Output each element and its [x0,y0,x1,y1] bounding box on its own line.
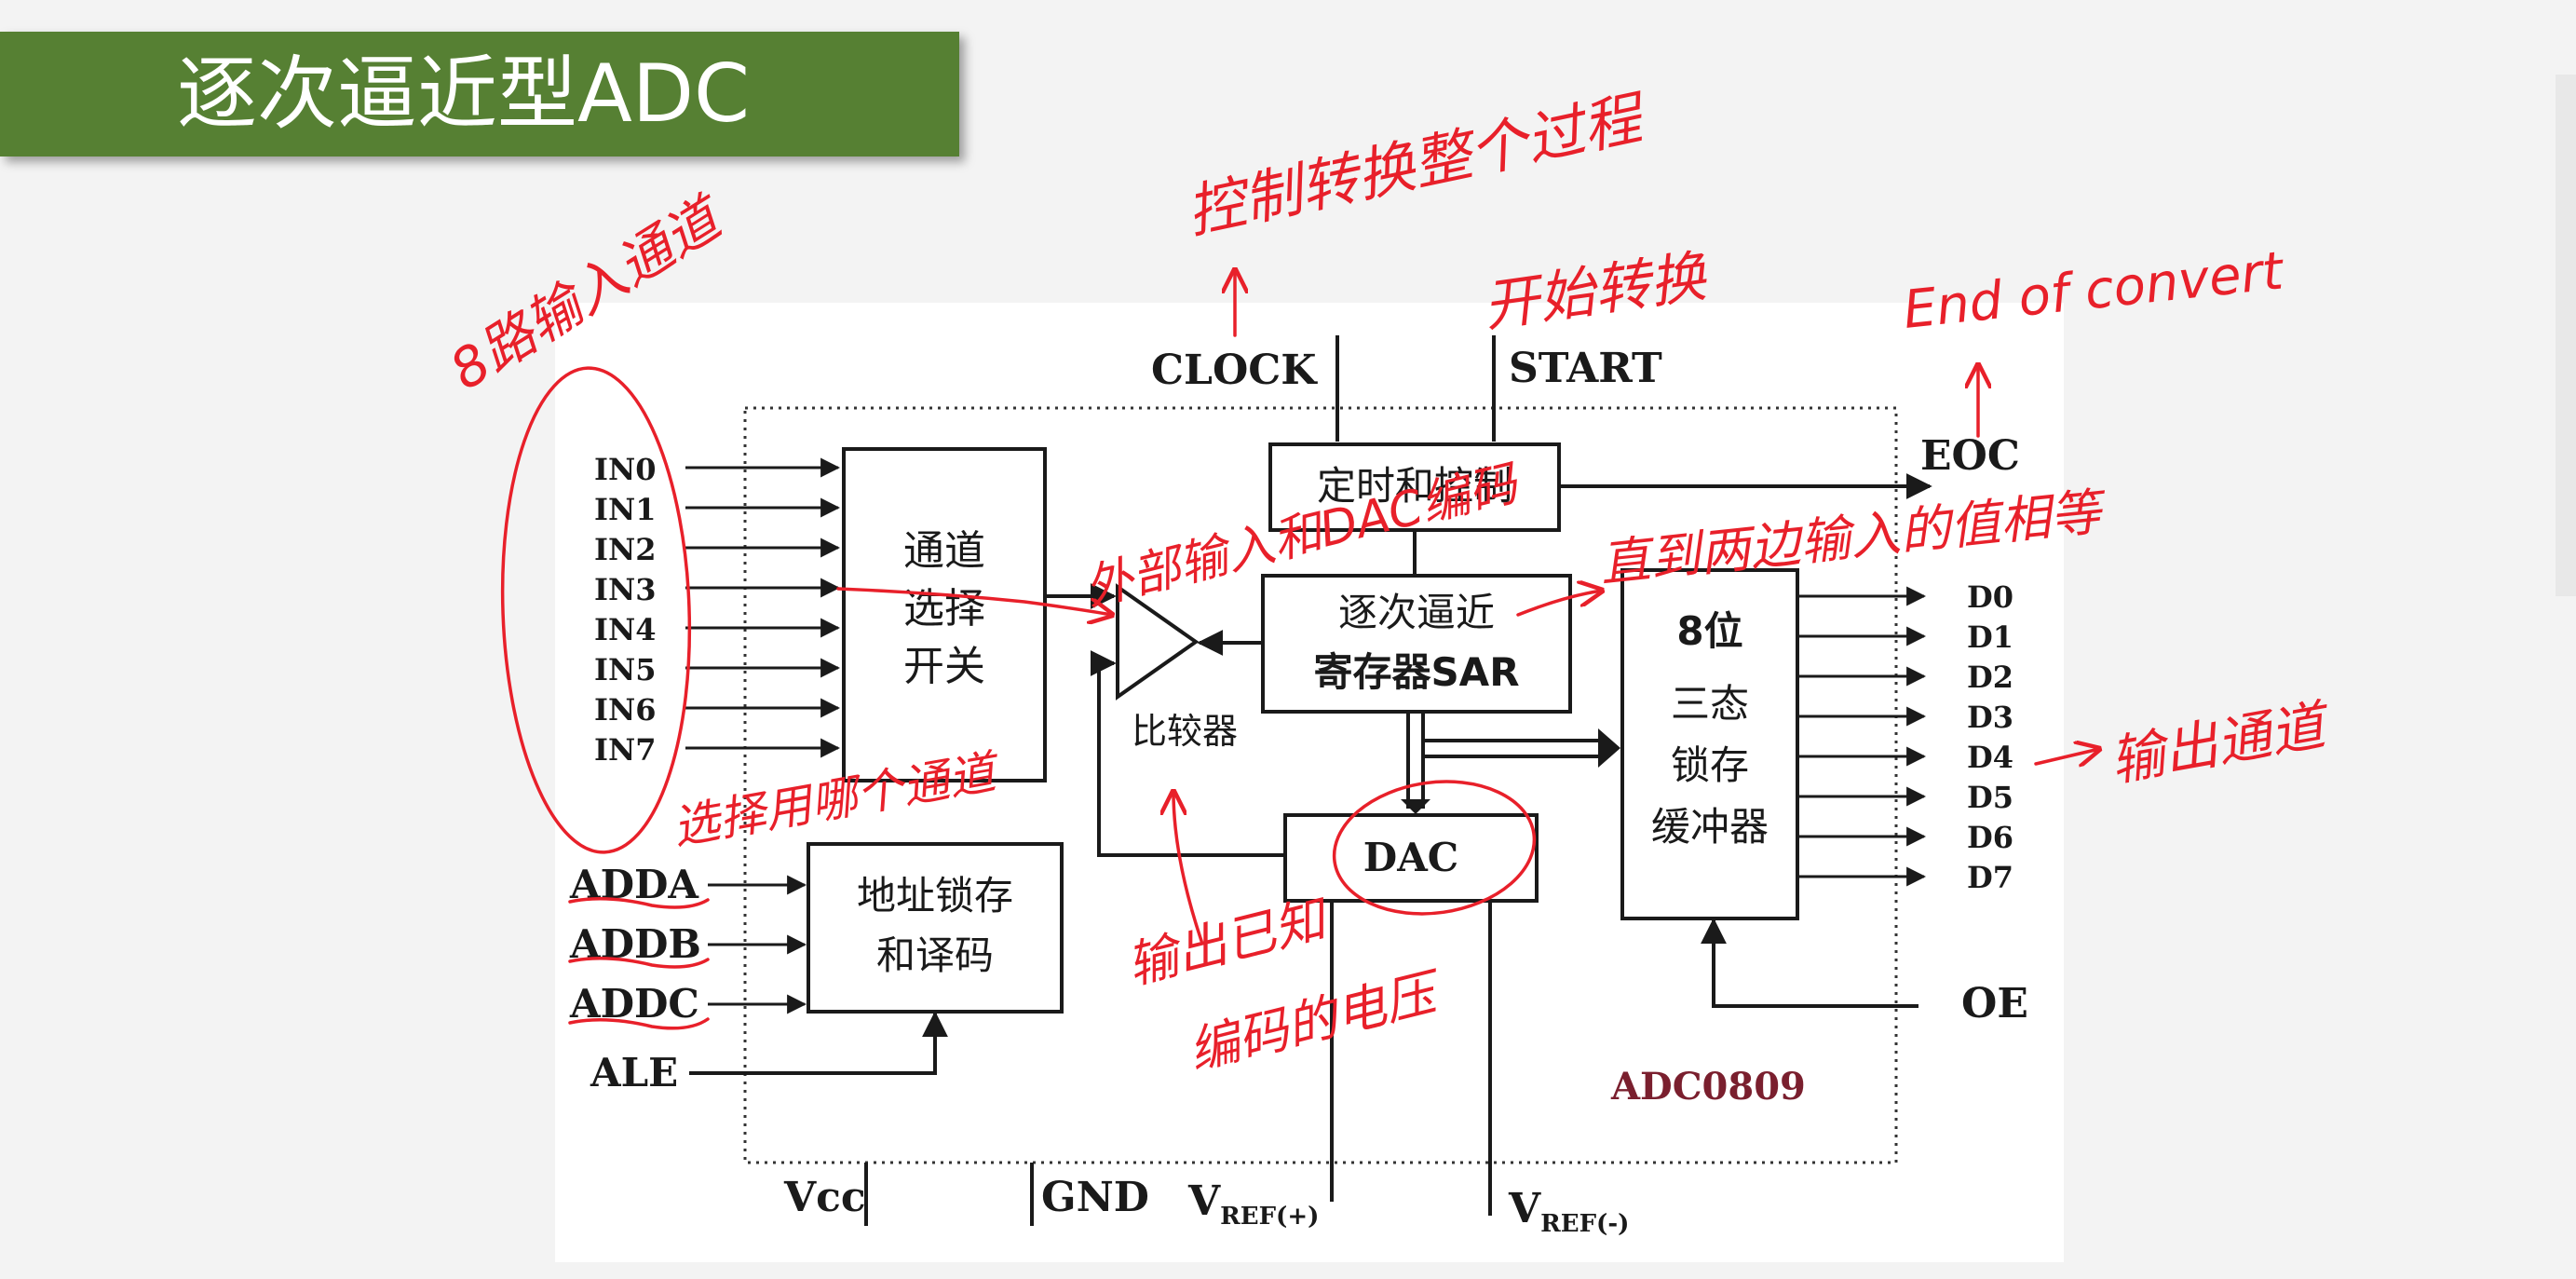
title-banner: 逐次逼近型ADC [0,32,959,156]
input-pin-label: IN6 [594,692,656,728]
eoc-note: End of convert [1901,240,2288,341]
annotations [500,270,2099,1030]
output-note: 输出通道 [2106,692,2337,794]
input-pin-label: IN7 [594,732,656,768]
latch-label-2: 和译码 [876,932,994,978]
dac-block: DAC [1283,813,1539,903]
until-note: 直到两边输入的值相等 [1597,482,2111,593]
buffer-label-3: 锁存 [1671,742,1749,788]
mux-block: 通道 选择 开关 [842,447,1047,782]
control-label: 定时和控制 [1317,463,1512,509]
buffer-label-2: 三态 [1671,681,1749,727]
sar-block: 逐次逼近 寄存器SAR [1261,574,1572,714]
chip-name: ADC0809 [1610,1065,1806,1109]
mux-label-1: 通道 [903,527,985,575]
dac-circle [1332,780,1537,916]
output-pin-label: D4 [1967,740,2013,775]
page-title: 逐次逼近型ADC [177,48,751,141]
inputs-circle [500,366,692,854]
output-pin-label: D0 [1967,579,2013,615]
dac-label: DAC [1363,835,1458,880]
dac-note-1: 输出已知 [1121,889,1336,996]
select-note: 选择用哪个通道 [669,744,1006,855]
input-pin-label: IN0 [594,452,656,487]
start-note: 开始转换 [1479,244,1712,340]
clock-pin: CLOCK [1151,347,1318,394]
vref-minus-pin: VREF(-) [1508,1185,1629,1238]
chip-boundary [743,406,1898,1164]
input-pin-label: IN3 [594,572,656,607]
address-pin-label: ALE [590,1050,678,1095]
vcc-pin: Vcc [783,1174,866,1221]
vref-plus-pin: VREF(+) [1187,1177,1319,1231]
oe-pin: OE [1961,980,2028,1027]
output-pin-label: D5 [1967,780,2013,815]
slide-edge [2556,75,2576,596]
output-pin-label: D6 [1967,820,2013,855]
input-pin-label: IN5 [594,652,656,687]
start-pin: START [1509,345,1662,392]
latch-label-1: 地址锁存 [857,873,1013,918]
sar-label-1: 逐次逼近 [1338,590,1495,635]
input-pin-label: IN4 [594,612,656,647]
dac-note-2: 编码的电压 [1183,961,1449,1082]
clock-note: 控制转换整个过程 [1181,83,1653,247]
mux-label-3: 开关 [903,643,985,690]
sar-label-2: 寄存器SAR [1313,649,1519,695]
eoc-pin: EOC [1920,432,2020,480]
input-pin-label: IN1 [594,492,656,527]
buffer-block: 8位 三态 锁存 缓冲器 [1620,568,1799,920]
input-pin-label: IN2 [594,532,656,567]
comparator: 比较器 [1116,583,1238,752]
buffer-label-4: 缓冲器 [1651,804,1769,850]
comparator-label: 比较器 [1132,711,1238,752]
output-pin-label: D3 [1967,700,2013,735]
output-pin-label: D7 [1967,860,2013,895]
buffer-label-1: 8位 [1676,608,1742,654]
gnd-pin: GND [1041,1174,1149,1221]
internal-wiring [689,335,1932,1226]
output-pin-label: D1 [1967,619,2013,655]
latch-block: 地址锁存 和译码 [807,842,1064,1014]
output-pin-label: D2 [1967,660,2013,695]
